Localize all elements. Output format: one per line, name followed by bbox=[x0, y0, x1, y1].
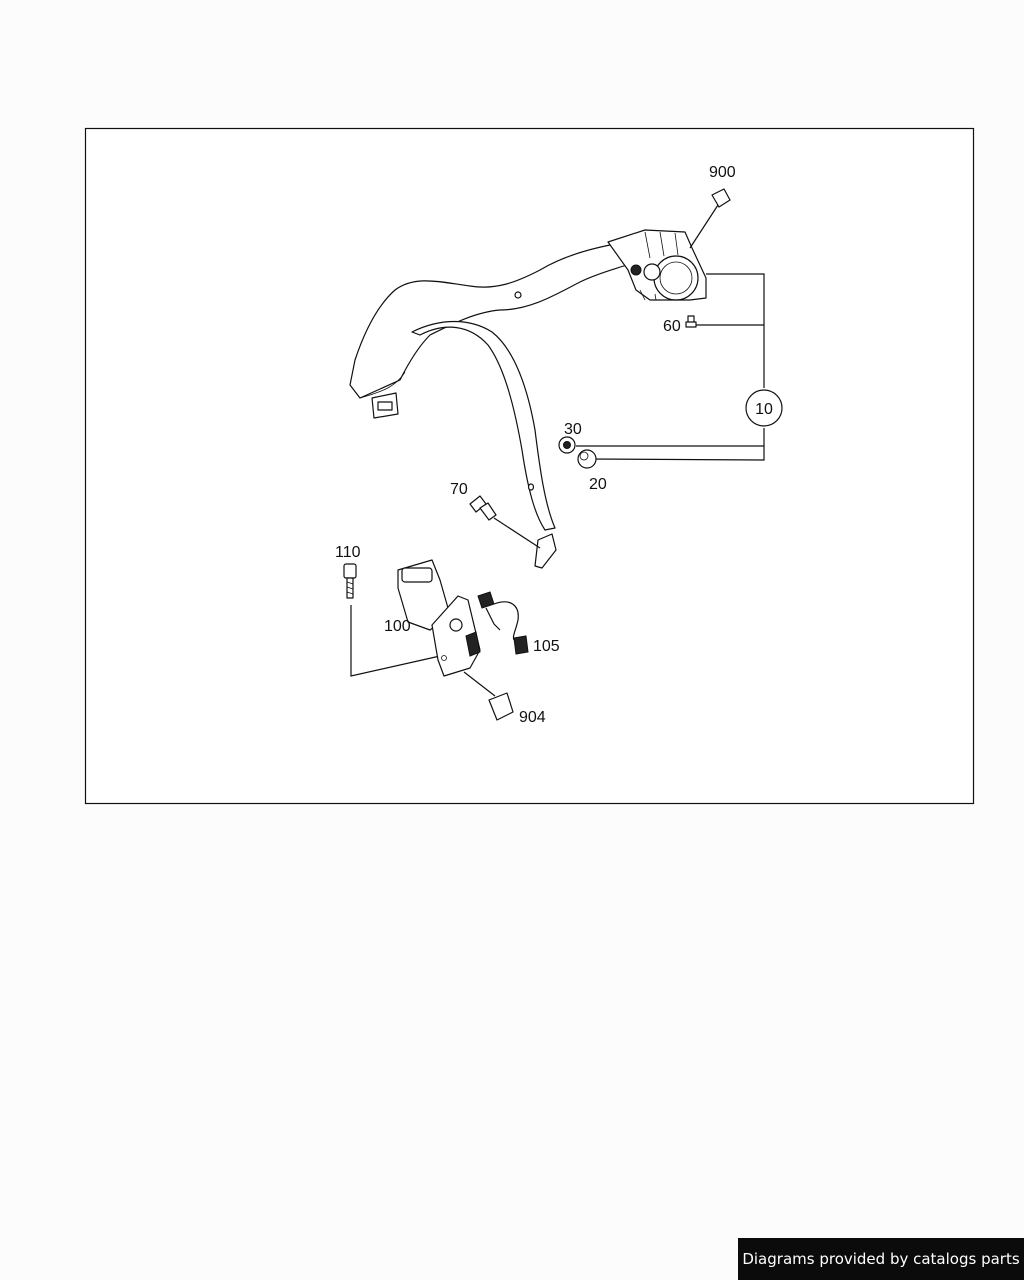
wire-harness-105 bbox=[477, 591, 529, 655]
callout-10-circle bbox=[745, 389, 783, 427]
callout-70: 70 bbox=[450, 481, 468, 498]
callout-10-leader-lines bbox=[576, 273, 765, 461]
belt-retractor bbox=[607, 229, 707, 301]
callout-10: 10 bbox=[755, 401, 773, 418]
credit-text: Diagrams provided by catalogs parts bbox=[742, 1250, 1020, 1268]
bolt-70 bbox=[469, 495, 541, 549]
latch-tongue bbox=[371, 392, 399, 419]
callout-110: 110 bbox=[335, 544, 361, 561]
callout-105: 105 bbox=[533, 638, 560, 655]
callout-30: 30 bbox=[564, 421, 582, 438]
belt-end-fitting bbox=[534, 533, 557, 569]
callout-100: 100 bbox=[384, 618, 411, 635]
bolt-60 bbox=[685, 315, 697, 328]
belt-webbing bbox=[349, 244, 636, 531]
callout-60: 60 bbox=[663, 318, 681, 335]
washer-30 bbox=[558, 436, 576, 454]
bolt-110 bbox=[343, 563, 441, 677]
diagram-credit-banner: Diagrams provided by catalogs parts bbox=[738, 1238, 1024, 1280]
connector-cap-904 bbox=[463, 671, 514, 721]
cap-20 bbox=[577, 449, 597, 469]
callout-20: 20 bbox=[589, 476, 607, 493]
buckle-assembly-100 bbox=[397, 559, 481, 677]
callout-900: 900 bbox=[709, 164, 736, 181]
connector-cap-900 bbox=[689, 188, 731, 249]
callout-904: 904 bbox=[519, 709, 546, 726]
